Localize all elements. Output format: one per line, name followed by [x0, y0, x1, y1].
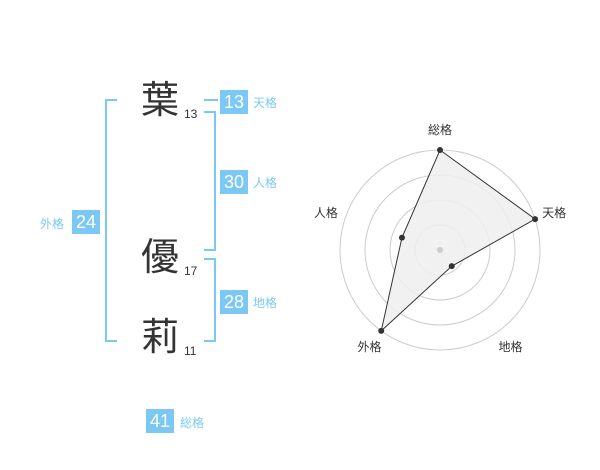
- radar-center-dot: [437, 247, 443, 253]
- soukaku-value: 41: [146, 409, 174, 433]
- radar-axis-label-4: 外格: [357, 339, 381, 354]
- jinkaku-label: 人格: [253, 176, 278, 190]
- jinkaku-bracket: [204, 111, 216, 251]
- radar-point-5: [398, 234, 405, 241]
- gaikaku-value: 24: [72, 210, 100, 234]
- tenkaku-value: 13: [220, 90, 248, 114]
- radar-axis-label-1: 総格: [428, 122, 452, 137]
- radar-point-2: [532, 216, 539, 223]
- stroke-count-2: 17: [184, 264, 198, 278]
- radar-axis-label-3: 地格: [499, 339, 523, 354]
- radar-axis-label-2: 天格: [542, 205, 566, 220]
- chikaku-label: 地格: [253, 296, 278, 310]
- name-char-1: 葉: [141, 78, 180, 122]
- jinkaku-value: 30: [220, 170, 248, 194]
- radar-point-1: [437, 147, 443, 153]
- gaikaku-bracket: [105, 99, 117, 342]
- radar-point-4: [378, 327, 385, 334]
- gaikaku-label: 外格: [40, 217, 65, 231]
- radar-area: [380, 149, 537, 333]
- soukaku-label: 総格: [180, 416, 205, 430]
- name-char-3: 莉: [141, 315, 180, 359]
- chikaku-value: 28: [220, 290, 248, 314]
- stroke-count-1: 13: [184, 107, 198, 121]
- radar-point-3: [448, 263, 455, 270]
- chikaku-bracket: [204, 258, 216, 342]
- tenkaku-label: 天格: [253, 96, 278, 110]
- stroke-count-3: 11: [184, 344, 197, 358]
- name-char-2: 優: [141, 235, 180, 279]
- tenkaku-bracket: [204, 99, 218, 101]
- radar-axis-label-5: 人格: [314, 205, 338, 220]
